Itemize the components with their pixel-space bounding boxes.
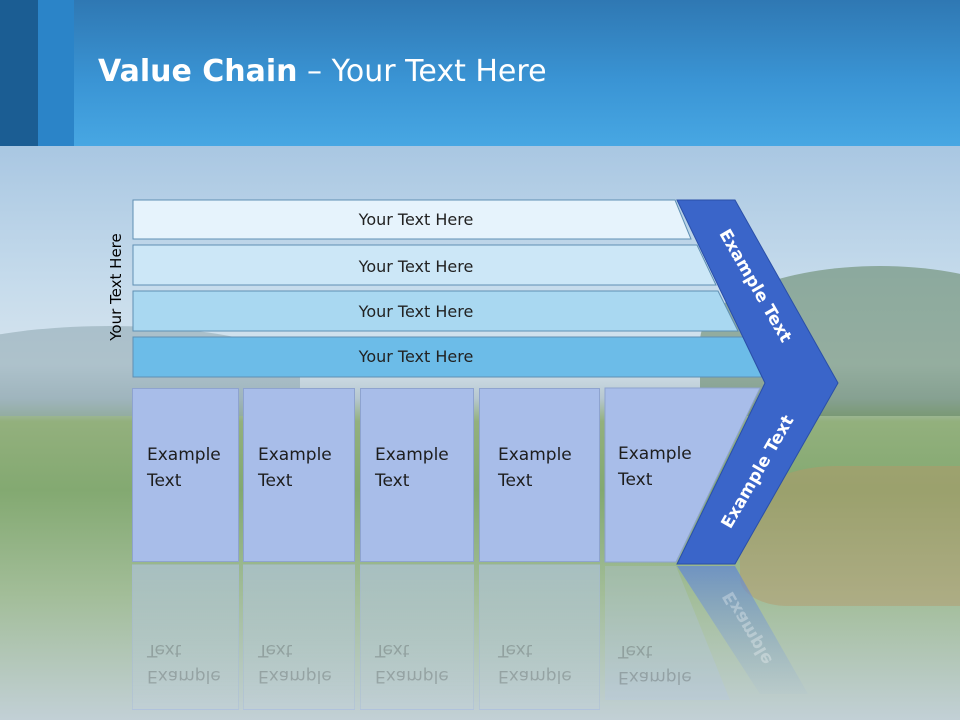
box-line-1: Example [375, 666, 449, 686]
title-rest: – Your Text Here [297, 54, 547, 89]
box-line-1: Example [498, 445, 572, 465]
box-line-2: Text [618, 641, 653, 661]
value-bar-1-label: Your Text Here [358, 210, 474, 229]
reflection-text: Example Text [618, 638, 708, 690]
value-bar-2-label: Your Text Here [358, 257, 474, 276]
box-line-1: Example [147, 666, 221, 686]
header-accent-bar [0, 0, 38, 146]
reflection-text: Example Text [258, 637, 348, 689]
box-line-2: Text [618, 470, 653, 490]
box-line-2: Text [498, 640, 533, 660]
box-line-2: Text [258, 640, 293, 660]
value-bar-3-label: Your Text Here [358, 302, 474, 321]
title-bold: Value Chain [98, 54, 298, 89]
reflection-text: Example Text [375, 637, 465, 689]
box-line-2: Text [147, 471, 182, 491]
box-line-2: Text [147, 640, 182, 660]
chevron-reflection [677, 566, 808, 694]
box-line-2: Text [258, 471, 293, 491]
header-accent-bar [38, 0, 74, 146]
box-line-1: Example [618, 444, 692, 464]
slide-header: Value Chain – Your Text Here [0, 0, 960, 146]
value-bar-3 [132, 290, 739, 332]
value-box-4-reflection: Example Text [479, 564, 600, 710]
value-box-5-shape [604, 387, 761, 563]
value-box-1-reflection: Example Text [132, 564, 239, 710]
box-line-1: Example [147, 445, 221, 465]
chevron-arrow [676, 199, 839, 565]
box-line-2: Text [498, 471, 533, 491]
value-bar-4-label: Your Text Here [358, 347, 474, 366]
value-bar-2 [132, 244, 717, 286]
value-box-5-reflection [605, 566, 730, 700]
slide-title: Value Chain – Your Text Here [98, 54, 547, 89]
box-line-1: Example [258, 445, 332, 465]
reflection-text: Example Text [147, 637, 237, 689]
box-line-1: Example [258, 666, 332, 686]
value-box-2-reflection: Example Text [243, 564, 355, 710]
box-line-1: Example [498, 666, 572, 686]
value-bar-1 [132, 199, 692, 240]
box-line-2: Text [375, 640, 410, 660]
value-box-5-reflection-text-wrap: Example Text [605, 564, 715, 710]
box-line-1: Example [375, 445, 449, 465]
box-line-1: Example [618, 667, 692, 687]
reflection-text: Example Text [498, 637, 588, 689]
value-box-3-reflection: Example Text [360, 564, 474, 710]
box-line-2: Text [375, 471, 410, 491]
